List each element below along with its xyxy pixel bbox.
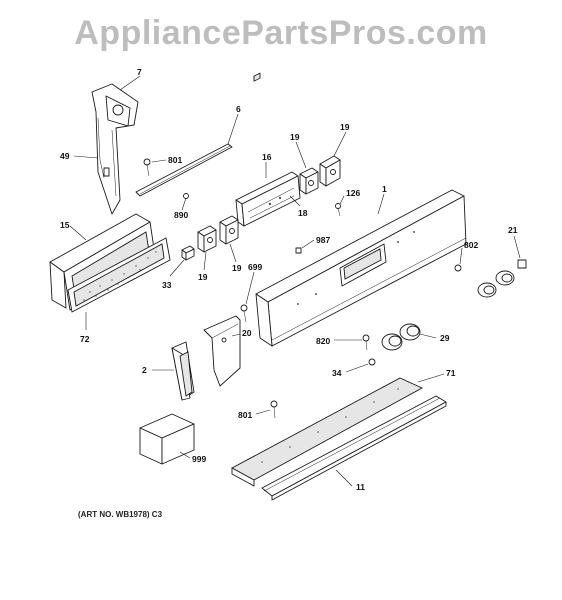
screw-801-top-icon[interactable] xyxy=(143,158,151,177)
clip-icon xyxy=(103,167,110,177)
part-switch-19-b[interactable] xyxy=(319,155,341,187)
part-housing-15[interactable] xyxy=(49,213,171,313)
callout-34: 34 xyxy=(332,368,342,378)
callout-33: 33 xyxy=(162,280,172,290)
callout-labels: 7 6 49 801 16 19 19 18 126 1 890 15 987 … xyxy=(60,67,518,492)
part-strip-71[interactable] xyxy=(231,377,424,487)
callout-987: 987 xyxy=(316,235,330,245)
callout-126: 126 xyxy=(346,188,360,198)
part-switch-19-d[interactable] xyxy=(219,215,239,245)
callout-21: 21 xyxy=(508,225,518,235)
callout-19-a: 19 xyxy=(290,132,300,142)
bracket-hole-icon xyxy=(112,104,124,116)
screw-890-icon[interactable] xyxy=(183,193,189,199)
callout-801-bottom: 801 xyxy=(238,410,252,420)
callout-18: 18 xyxy=(298,208,308,218)
part-switch-19-a[interactable] xyxy=(299,167,319,195)
callout-7: 7 xyxy=(137,67,142,77)
part-knob-21-b[interactable] xyxy=(495,270,515,286)
callout-6: 6 xyxy=(236,104,241,114)
part-knob-29-b[interactable] xyxy=(399,323,421,341)
part-bracket-strip[interactable] xyxy=(91,83,139,215)
callout-2: 2 xyxy=(142,365,147,375)
insulation-texture xyxy=(83,251,157,301)
screw-820-icon[interactable] xyxy=(362,334,370,351)
callout-29: 29 xyxy=(440,333,450,343)
callout-801-top: 801 xyxy=(168,155,182,165)
part-control-board-16[interactable] xyxy=(235,72,301,227)
leader-lines xyxy=(69,75,521,487)
part-connector-33[interactable] xyxy=(181,245,195,261)
callout-11: 11 xyxy=(356,482,365,492)
callout-820: 820 xyxy=(316,336,330,346)
part-knob-21-small[interactable] xyxy=(517,259,527,269)
callout-1: 1 xyxy=(382,184,387,194)
screw-802-icon[interactable] xyxy=(454,264,462,272)
part-nut-34[interactable] xyxy=(368,358,376,366)
callout-15: 15 xyxy=(60,220,70,230)
callout-71: 71 xyxy=(446,368,456,378)
screw-801-bottom-icon[interactable] xyxy=(270,400,278,419)
callout-19-d: 19 xyxy=(232,263,242,273)
callout-20: 20 xyxy=(242,328,252,338)
callout-699: 699 xyxy=(248,262,262,272)
watermark-logo: AppliancePartsPros.com xyxy=(74,14,488,52)
part-987[interactable] xyxy=(295,247,302,254)
part-thin-bar[interactable] xyxy=(135,143,233,197)
part-box-999[interactable] xyxy=(139,413,195,465)
part-knob-21-a[interactable] xyxy=(477,282,497,298)
part-main-panel-1[interactable] xyxy=(255,0,467,347)
art-number-note: (ART NO. WB1978) C3 xyxy=(78,510,163,519)
callout-19-c: 19 xyxy=(198,272,208,282)
callout-72: 72 xyxy=(80,334,90,344)
callout-49: 49 xyxy=(60,151,70,161)
part-switch-19-c[interactable] xyxy=(197,225,217,253)
callout-999: 999 xyxy=(192,454,206,464)
callout-19-b: 19 xyxy=(340,122,350,132)
part-bracket-20[interactable] xyxy=(203,315,241,387)
part-knob-29-a[interactable] xyxy=(381,333,403,351)
callout-890: 890 xyxy=(174,210,188,220)
screw-126-icon[interactable] xyxy=(335,203,341,217)
callout-16: 16 xyxy=(262,152,272,162)
part-rail-11[interactable] xyxy=(261,395,447,501)
part-bracket-2[interactable] xyxy=(171,341,195,401)
callout-802: 802 xyxy=(464,240,478,250)
screw-699-icon[interactable] xyxy=(240,304,248,323)
